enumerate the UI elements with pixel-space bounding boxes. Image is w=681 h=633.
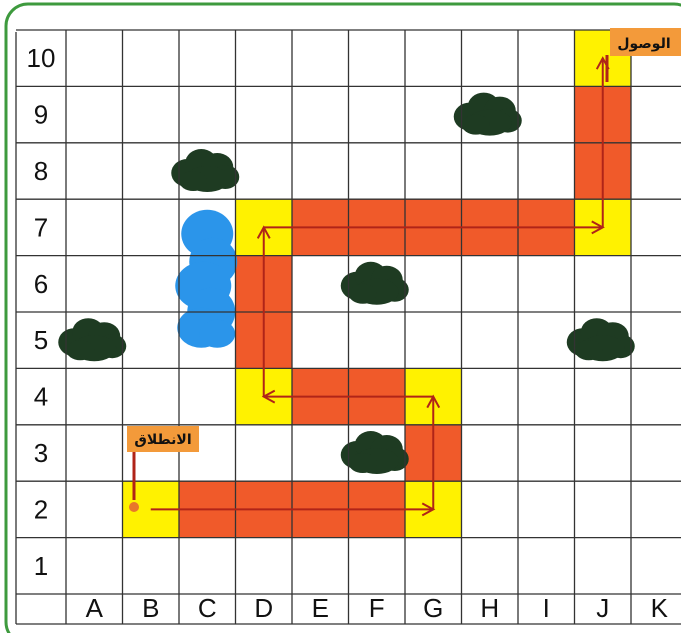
finish-label: الوصول xyxy=(617,36,670,52)
bush-lobe xyxy=(179,171,207,191)
column-label-A: A xyxy=(86,593,104,623)
column-label-C: C xyxy=(198,593,217,623)
column-label-E: E xyxy=(312,593,329,623)
column-label-D: D xyxy=(254,593,273,623)
row-label-3: 3 xyxy=(34,438,48,468)
column-label-B: B xyxy=(142,593,159,623)
row-label-6: 6 xyxy=(34,269,48,299)
start-label: الانطلاق xyxy=(134,432,191,448)
bush-lobe xyxy=(575,340,603,360)
column-label-I: I xyxy=(543,593,550,623)
lake-lobe xyxy=(199,320,235,348)
row-label-7: 7 xyxy=(34,212,48,242)
column-label-H: H xyxy=(480,593,499,623)
row-label-1: 1 xyxy=(34,551,48,581)
row-label-5: 5 xyxy=(34,325,48,355)
bush-lobe xyxy=(349,453,377,473)
bush-lobe xyxy=(462,115,490,135)
row-label-4: 4 xyxy=(34,382,48,412)
column-label-F: F xyxy=(369,593,385,623)
row-label-2: 2 xyxy=(34,494,48,524)
bush-lobe xyxy=(349,284,377,304)
row-label-9: 9 xyxy=(34,100,48,130)
column-label-J: J xyxy=(596,593,609,623)
column-label-K: K xyxy=(651,593,669,623)
row-label-8: 8 xyxy=(34,156,48,186)
bush-lobe xyxy=(66,340,94,360)
row-label-10: 10 xyxy=(27,43,56,73)
lake xyxy=(175,210,237,348)
column-label-G: G xyxy=(423,593,443,623)
